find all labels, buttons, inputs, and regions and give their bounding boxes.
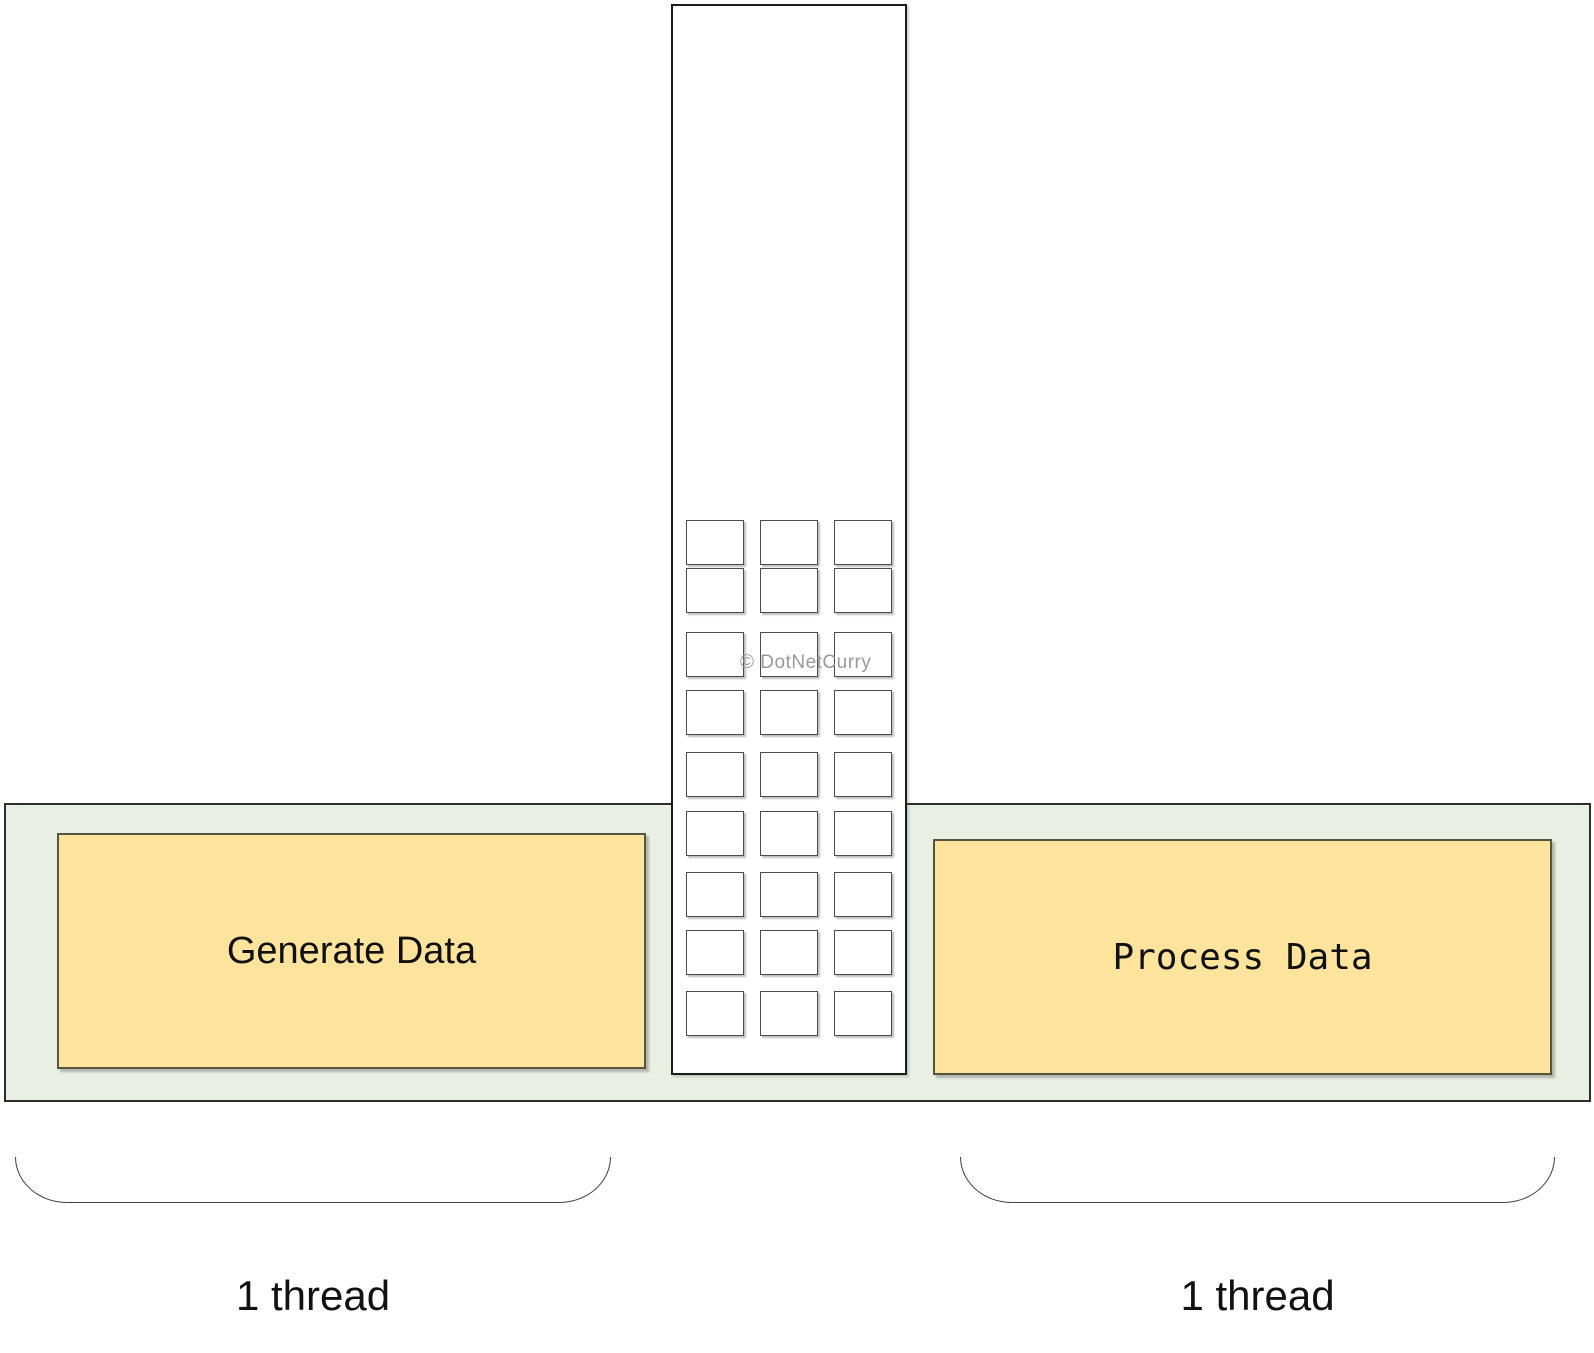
buffer-cell [686, 690, 744, 735]
buffer-cell [760, 632, 818, 677]
buffer-cell [834, 991, 892, 1036]
buffer-row [673, 930, 905, 975]
consumer-box: Process Data [933, 839, 1552, 1075]
buffer-cell [834, 811, 892, 856]
brace-right [960, 1157, 1555, 1203]
buffer-cell [760, 520, 818, 565]
buffer-row [673, 568, 905, 613]
buffer-cell [686, 520, 744, 565]
buffer-cell [686, 752, 744, 797]
buffer-row [673, 991, 905, 1036]
buffer-cell [834, 690, 892, 735]
buffer-row [673, 632, 905, 677]
buffer-row [673, 690, 905, 735]
buffer-cell [834, 930, 892, 975]
buffer-cell [686, 811, 744, 856]
consumer-box-label: Process Data [1112, 936, 1373, 978]
buffer-cell [686, 991, 744, 1036]
producer-box-label: Generate Data [226, 929, 477, 972]
buffer-cell [834, 752, 892, 797]
producer-thread-label: 1 thread [235, 1272, 391, 1319]
buffer-cell [686, 632, 744, 677]
buffer-cell [686, 872, 744, 917]
buffer-row [673, 872, 905, 917]
buffer-cell [760, 752, 818, 797]
buffer-grid [673, 520, 905, 1036]
brace-left [15, 1157, 611, 1203]
buffer-cell [834, 632, 892, 677]
buffer-row [673, 520, 905, 565]
buffer-cell [760, 872, 818, 917]
buffer-cell [760, 930, 818, 975]
buffer-cell [760, 690, 818, 735]
buffer-row [673, 811, 905, 856]
buffer-cell [686, 568, 744, 613]
buffer-cell [760, 811, 818, 856]
consumer-thread-label: 1 thread [1180, 1272, 1335, 1319]
watermark: © DotNetCurry [740, 652, 872, 673]
producer-box: Generate Data [57, 833, 646, 1069]
buffer-cell [834, 568, 892, 613]
buffer-cell [834, 872, 892, 917]
buffer-cell [760, 991, 818, 1036]
buffer-queue [671, 4, 907, 1075]
buffer-cell [834, 520, 892, 565]
buffer-row [673, 752, 905, 797]
buffer-cell [686, 930, 744, 975]
buffer-cell [760, 568, 818, 613]
